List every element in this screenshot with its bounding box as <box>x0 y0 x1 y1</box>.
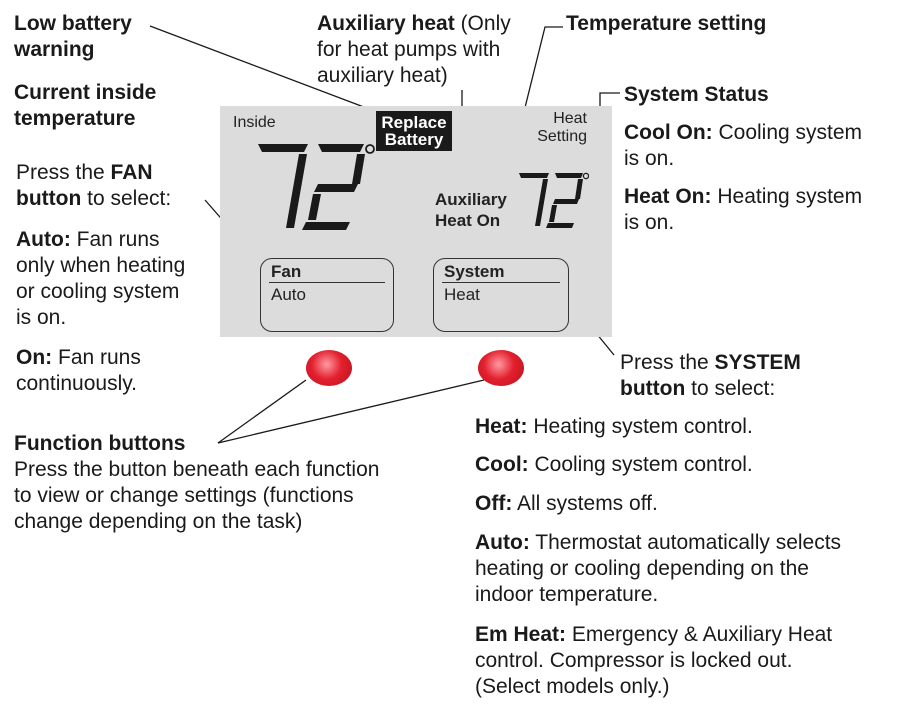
aux-heat-on-line2: Heat On <box>435 211 501 230</box>
low-battery-label: Low battery warning <box>14 11 132 63</box>
current-temp-line2: temperature <box>14 107 136 130</box>
current-temp-label: Current inside temperature <box>14 80 156 132</box>
system-function-button[interactable] <box>478 350 524 386</box>
low-battery-line2: warning <box>14 38 95 61</box>
system-off-option: Off: All systems off. <box>475 492 658 515</box>
aux-heat-on-line1: Auxiliary <box>435 190 507 209</box>
fan-function-button[interactable] <box>306 350 352 386</box>
fan-intro-text: Press the FAN button to select: <box>16 161 172 210</box>
heat-setting-line2: Setting <box>537 128 587 145</box>
badge-line2: Battery <box>384 130 444 149</box>
replace-battery-badge: Replace Battery <box>376 111 452 151</box>
system-box-label: System <box>444 262 505 281</box>
fan-box-value: Auto <box>271 285 306 304</box>
fan-on-text: On: Fan runs continuously. <box>16 346 141 395</box>
system-intro-text: Press the SYSTEM button to select: <box>620 351 801 400</box>
low-battery-line1: Low battery <box>14 12 132 35</box>
inside-label: Inside <box>233 114 276 131</box>
leader-function-a <box>217 379 307 444</box>
temperature-setting-label: Temperature setting <box>566 12 767 35</box>
set-temperature-digits <box>519 172 589 228</box>
fan-function-box: Fan Auto <box>260 258 394 332</box>
system-function-box: System Heat <box>433 258 569 332</box>
fan-auto-text: Auto: Fan runs only when heating or cool… <box>16 228 186 329</box>
system-box-value: Heat <box>444 285 480 304</box>
aux-heat-on-indicator: Auxiliary Heat On <box>435 189 507 231</box>
system-em-heat-option: Em Heat: Emergency & Auxiliary Heat cont… <box>475 623 833 698</box>
leader-function-b <box>217 379 485 444</box>
current-temp-line1: Current inside <box>14 81 157 104</box>
aux-heat-label: Auxiliary heat (Only for heat pumps with… <box>317 12 511 87</box>
badge-line1: Replace <box>381 113 447 132</box>
system-auto-option: Auto: Thermostat automatically selects h… <box>475 531 842 606</box>
inside-temperature-digits <box>258 144 375 230</box>
system-status-block: System Status Cool On: Cooling system is… <box>624 83 863 234</box>
fan-box-label: Fan <box>271 262 302 281</box>
leader-low-battery <box>149 25 378 113</box>
system-heat-option: Heat: Heating system control. <box>475 415 753 438</box>
system-cool-option: Cool: Cooling system control. <box>475 453 753 476</box>
function-buttons-text: Function buttons Press the button beneat… <box>14 432 380 533</box>
heat-setting-line1: Heat <box>553 110 587 127</box>
heat-setting-label: Heat Setting <box>531 110 587 146</box>
